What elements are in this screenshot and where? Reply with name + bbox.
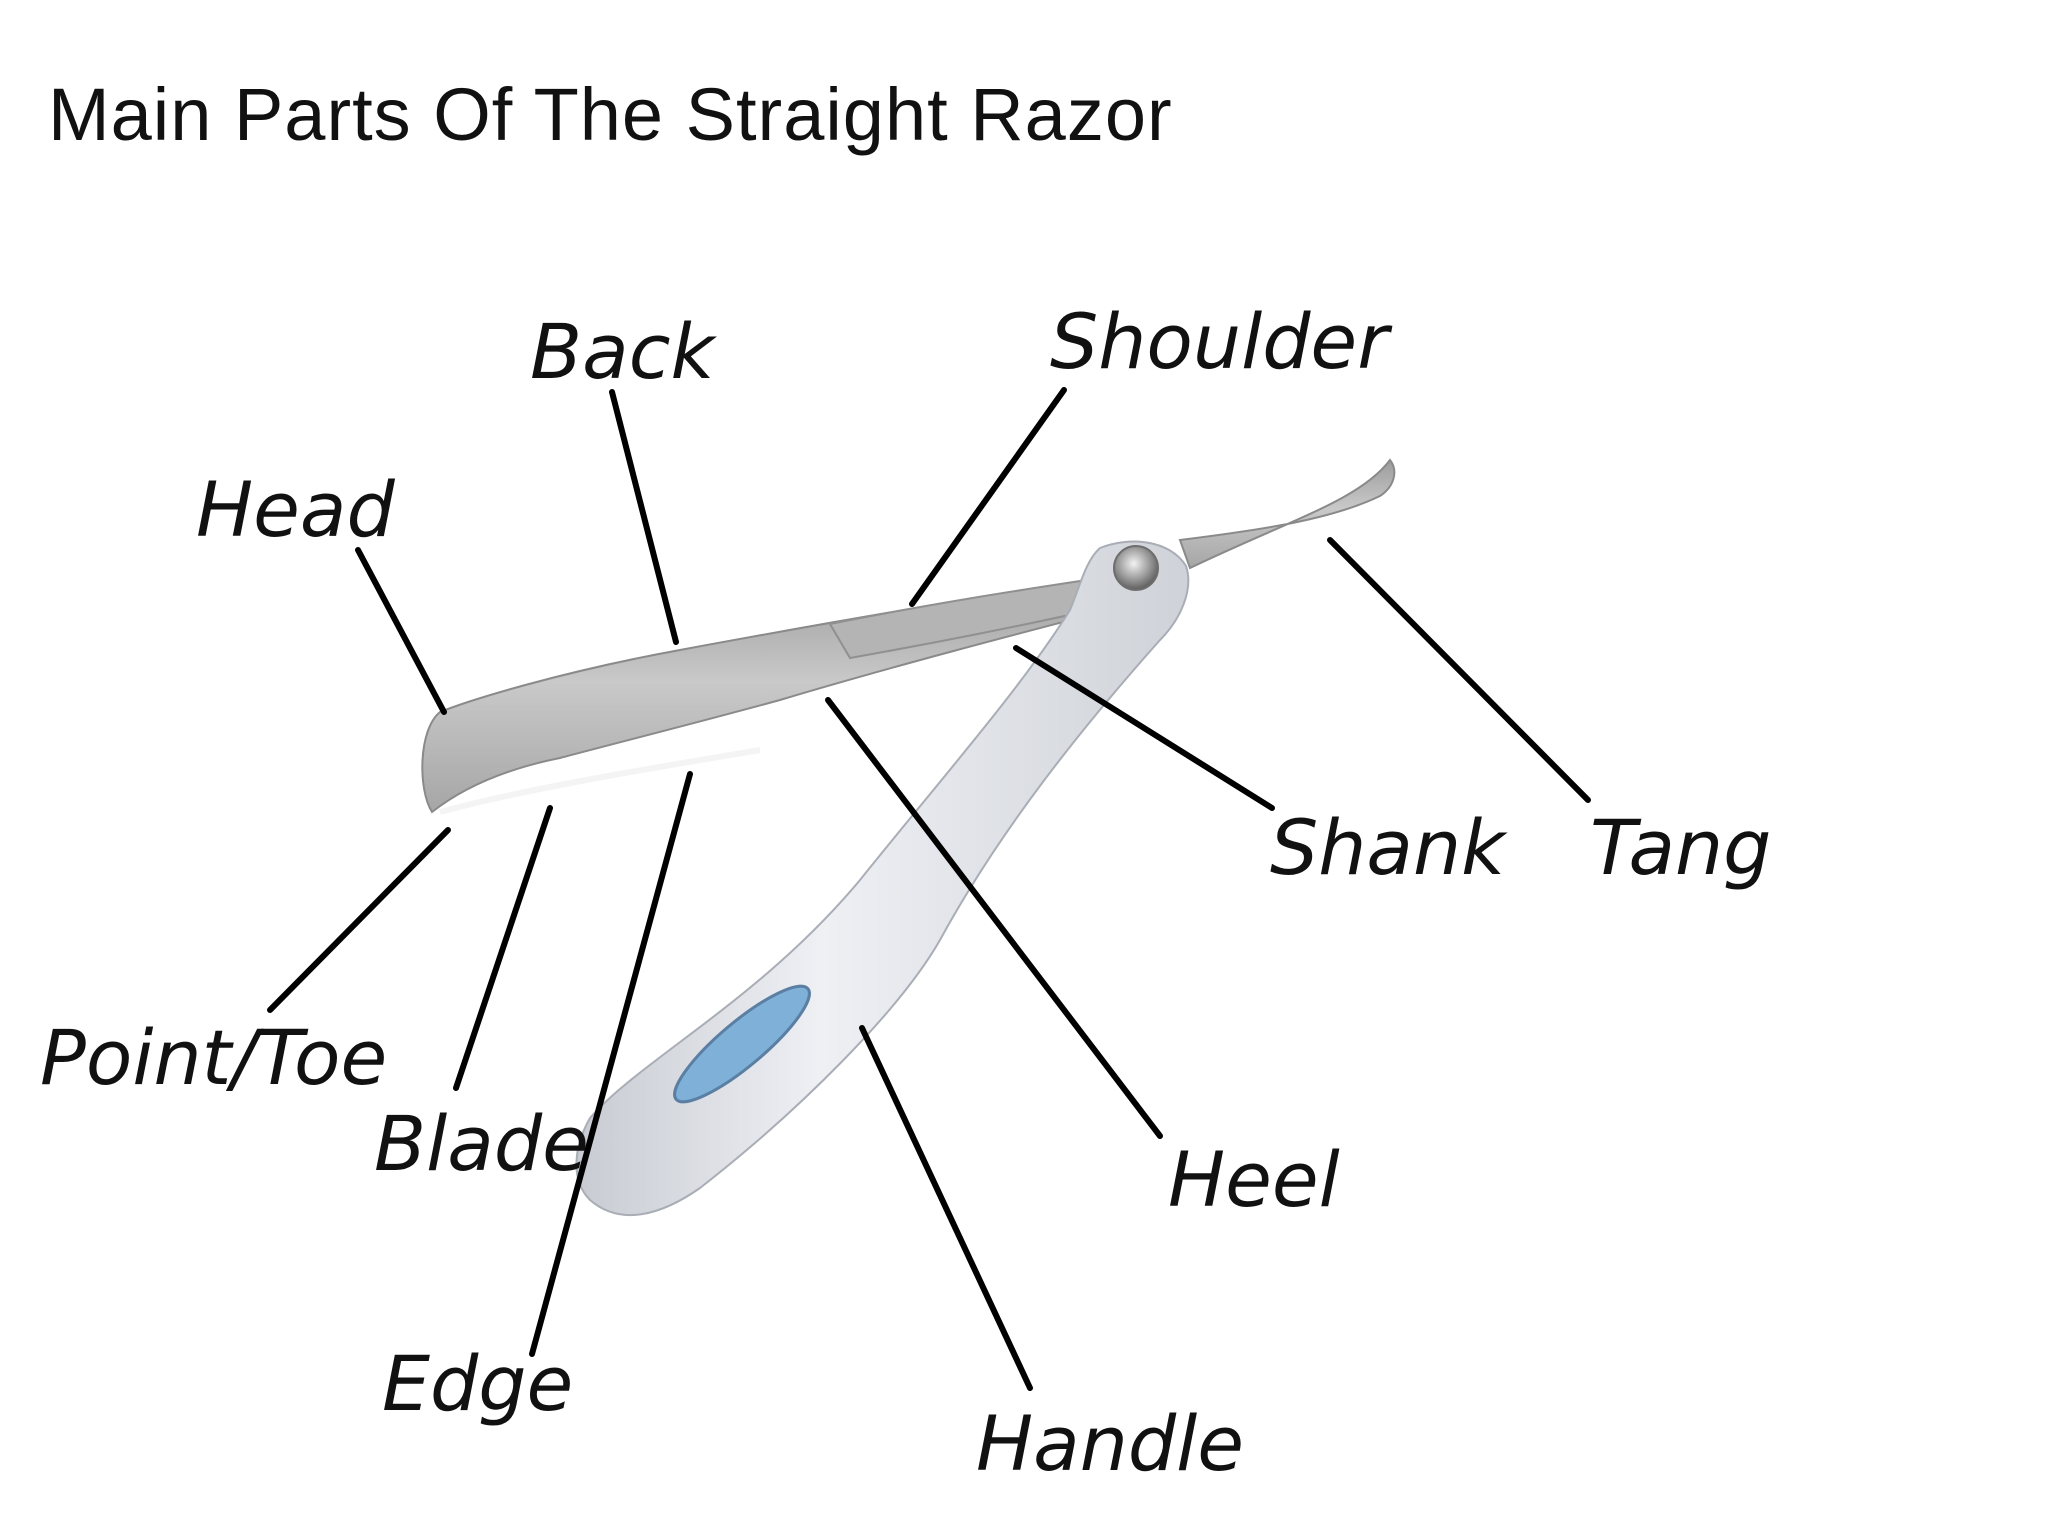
- page-title: Main Parts Of The Straight Razor: [48, 73, 1173, 156]
- label-handle: Handle: [976, 1399, 1244, 1488]
- part-labels: Back Shoulder Head Shank Tang Point/Toe …: [40, 297, 1771, 1488]
- leader-lines: [267, 387, 1591, 1391]
- label-edge: Edge: [382, 1339, 573, 1428]
- razor-tang: [1178, 458, 1396, 570]
- leader-tang: [1327, 537, 1591, 803]
- razor-edge-highlight: [439, 747, 761, 815]
- label-point-toe: Point/Toe: [40, 1013, 387, 1102]
- label-tang: Tang: [1590, 803, 1771, 892]
- leader-edge: [529, 771, 693, 1357]
- label-shank: Shank: [1270, 803, 1508, 892]
- label-head: Head: [196, 465, 395, 554]
- leader-shank: [1013, 645, 1275, 811]
- leader-blade: [453, 805, 553, 1091]
- razor-illustration: [421, 458, 1396, 1217]
- leader-back: [609, 389, 679, 645]
- leader-handle: [859, 1025, 1033, 1391]
- leader-heel: [825, 697, 1163, 1139]
- label-back: Back: [530, 307, 717, 396]
- leader-point-toe: [267, 827, 451, 1013]
- handle-badge: [673, 984, 811, 1104]
- leader-head: [355, 547, 447, 715]
- leader-shoulder: [909, 387, 1067, 607]
- label-shoulder: Shoulder: [1050, 297, 1393, 386]
- pivot-pin: [1113, 545, 1159, 591]
- label-heel: Heel: [1168, 1135, 1340, 1224]
- label-blade: Blade: [374, 1099, 589, 1188]
